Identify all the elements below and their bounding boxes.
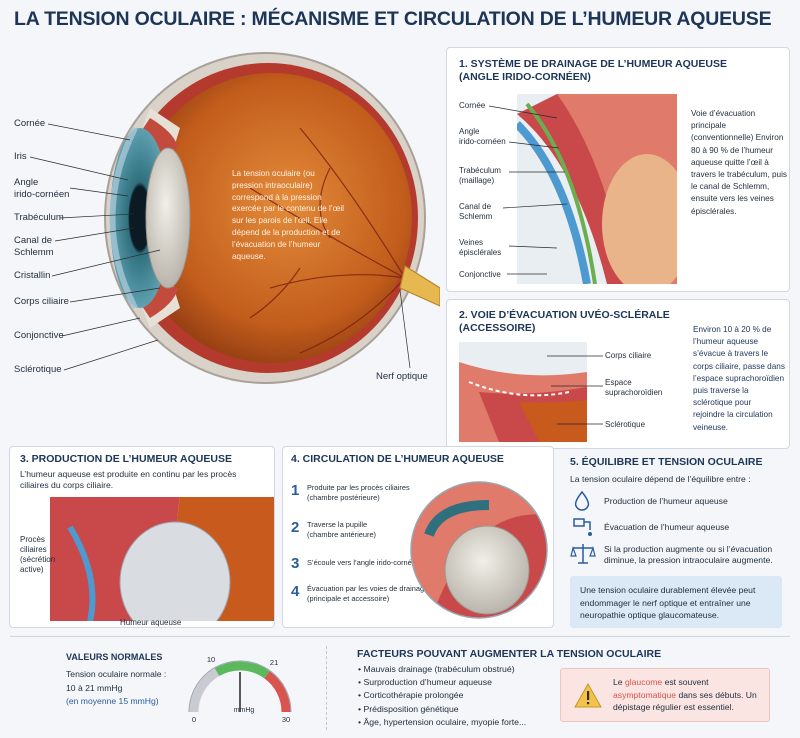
step-3-number: 3 (291, 555, 300, 572)
panel2-label-sclerotique: Sclérotique (605, 420, 646, 429)
panel2-leader-lines (547, 355, 603, 425)
normal-values-title: VALEURS NORMALES (66, 652, 163, 662)
bottom-divider (10, 636, 790, 637)
balance-scale-icon (570, 544, 596, 564)
panel1-title: 1. SYSTÈME DE DRAINAGE DE L’HUMEUR AQUEU… (459, 58, 727, 70)
label-cornee: Cornée (14, 118, 46, 129)
label-conjonctive: Conjonctive (14, 330, 64, 341)
normal-values-line2: 10 à 21 mmHg (66, 683, 123, 693)
panel1-label-trabeculum: Trabéculum (maillage) (459, 166, 501, 185)
step-4-number: 4 (291, 583, 300, 600)
label-iris: Iris (14, 151, 27, 162)
factor-item: Prédisposition génétique (358, 703, 568, 716)
factors-list: Mauvais drainage (trabéculum obstrué) Su… (358, 663, 568, 729)
panel3-label-humor: Humeur aqueuse (120, 618, 182, 627)
panel1-label-canal: Canal de Schlemm (459, 202, 493, 221)
factor-item: Âge, hypertension oculaire, myopie forte… (358, 716, 568, 729)
panel3-drawing (50, 497, 274, 621)
gauge-outline (188, 660, 292, 713)
factors-title: FACTEURS POUVANT AUGMENTER LA TENSION OC… (357, 648, 662, 660)
main-eye-leader-lines (29, 123, 411, 371)
warning-asymptomatique: asymptomatique (613, 689, 677, 700)
normal-values-line3: (en moyenne 15 mmHg) (66, 696, 159, 706)
panel3-label-process: Procès ciliaires (sécrétion active) (20, 535, 56, 574)
panel-uveoscleral: 2. VOIE D’ÉVACUATION UVÉO-SCLÉRALE (ACCE… (446, 299, 790, 449)
panel-equilibrium: 5. ÉQUILIBRE ET TENSION OCULAIRE La tens… (562, 446, 790, 632)
panel1-subtitle: (ANGLE IRIDO-CORNÉEN) (459, 71, 591, 83)
step-3-text: S’écoule vers l’angle irido-cornéen (307, 558, 420, 567)
main-eye-illustration (0, 38, 440, 438)
droplet-icon (574, 490, 590, 511)
label-sclerotique: Sclérotique (14, 364, 62, 375)
step-2-text: Traverse la pupille (chambre antérieure) (307, 520, 377, 539)
panel4-circular-eye-drawing (410, 481, 548, 619)
warning-pre: Le (613, 677, 625, 687)
panel1-label-angle: Angle irido-cornéen (459, 127, 506, 146)
warning-box: Le glaucome est souvent asymptomatique d… (560, 668, 770, 722)
label-corps-ciliaire: Corps ciliaire (14, 296, 69, 307)
warning-post: dans ses débuts. Un dépistage régulier e… (613, 689, 757, 713)
panel1-label-cornee: Cornée (459, 101, 486, 110)
main-eye-description: La tension oculaire (ou pression intraoc… (232, 169, 344, 261)
factor-item: Surproduction d’humeur aqueuse (358, 676, 568, 689)
label-nerf-optique: Nerf optique (376, 371, 428, 382)
drainage-icon (573, 518, 592, 536)
panel2-label-corps-ciliaire: Corps ciliaire (605, 351, 652, 360)
label-angle: Angle iridо-cornéen (14, 177, 70, 200)
panel5-item-rule: Si la production augmente ou si l’évacua… (604, 544, 773, 565)
panel5-title: 5. ÉQUILIBRE ET TENSION OCULAIRE (570, 456, 763, 468)
factor-item: Mauvais drainage (trabéculum obstrué) (358, 663, 568, 676)
page-title: LA TENSION OCULAIRE : MÉCANISME ET CIRCU… (14, 8, 772, 30)
step-4-text: Évacuation par les voies de drainage (pr… (307, 584, 429, 603)
gauge-tick-label: 0 (192, 715, 196, 724)
panel5-item-evacuation: Évacuation de l’humeur aqueuse (604, 522, 730, 532)
panel2-label-espace: Espace suprachoroïdien (605, 378, 663, 397)
eye-cross-section-drawing (104, 52, 440, 384)
warning-triangle-icon (574, 682, 602, 708)
panel-drainage-system: 1. SYSTÈME DE DRAINAGE DE L’HUMEUR AQUEU… (446, 47, 790, 292)
gauge-tick-label: 21 (270, 658, 278, 667)
panel5-item-production: Production de l’humeur aqueuse (604, 496, 728, 506)
panel1-label-veines: Veines épisclérales (459, 238, 502, 257)
normal-values-line1: Tension oculaire normale : (66, 669, 167, 679)
panel3-title: 3. PRODUCTION DE L’HUMEUR AQUEUSE (20, 453, 232, 465)
panel-production: 3. PRODUCTION DE L’HUMEUR AQUEUSE L’hume… (9, 446, 275, 628)
step-1-text: Produite par les procès ciliaires (chamb… (307, 483, 410, 502)
panel4-title: 4. CIRCULATION DE L’HUMEUR AQUEUSE (291, 453, 504, 465)
panel5-intro: La tension oculaire dépend de l’équilibr… (570, 474, 751, 484)
label-trabeculum: Trabéculum (14, 212, 64, 223)
step-2-number: 2 (291, 519, 300, 536)
label-canal: Canal de Schlemm (14, 235, 54, 258)
label-cristallin: Cristallin (14, 270, 51, 281)
step-1-number: 1 (291, 482, 300, 499)
gauge-normal-arc (214, 661, 270, 679)
gauge-tick-label: 10 (207, 655, 215, 664)
warning-mid: est souvent (662, 677, 709, 687)
panel2-title: 2. VOIE D’ÉVACUATION UVÉO-SCLÉRALE (459, 309, 670, 321)
panel-circulation: 4. CIRCULATION DE L’HUMEUR AQUEUSE 1 Pro… (282, 446, 554, 628)
panel5-note: Une tension oculaire durablement élevée … (580, 585, 756, 620)
panel3-description: L’humeur aqueuse est produite en continu… (20, 469, 237, 490)
panel5-note-box: Une tension oculaire durablement élevée … (570, 576, 782, 628)
gauge-tick-label: 30 (282, 715, 290, 724)
pressure-gauge: 0 10 21 30 mmHg (188, 655, 292, 724)
gauge-unit-label: mmHg (234, 707, 255, 714)
panel1-description: Voie d’évacuation principale (convention… (691, 109, 788, 216)
gauge-high-arc (264, 671, 291, 713)
panel1-drawing (517, 94, 677, 284)
panel1-leader-lines (488, 105, 568, 275)
panel2-description: Environ 10 à 20 % de l’humeur aqueuse s’… (693, 325, 785, 432)
warning-text: Le glaucome est souvent asymptomatique d… (613, 676, 763, 714)
factor-item: Corticothérapie prolongée (358, 689, 568, 702)
panel1-label-conjonctive: Conjonctive (459, 270, 501, 279)
panel2-subtitle: (ACCESSOIRE) (459, 322, 536, 334)
gauge-low-arc (189, 668, 220, 713)
bottom-vertical-divider (326, 646, 327, 730)
warning-glaucome: glaucome (624, 677, 663, 687)
panel2-drawing (459, 342, 587, 442)
